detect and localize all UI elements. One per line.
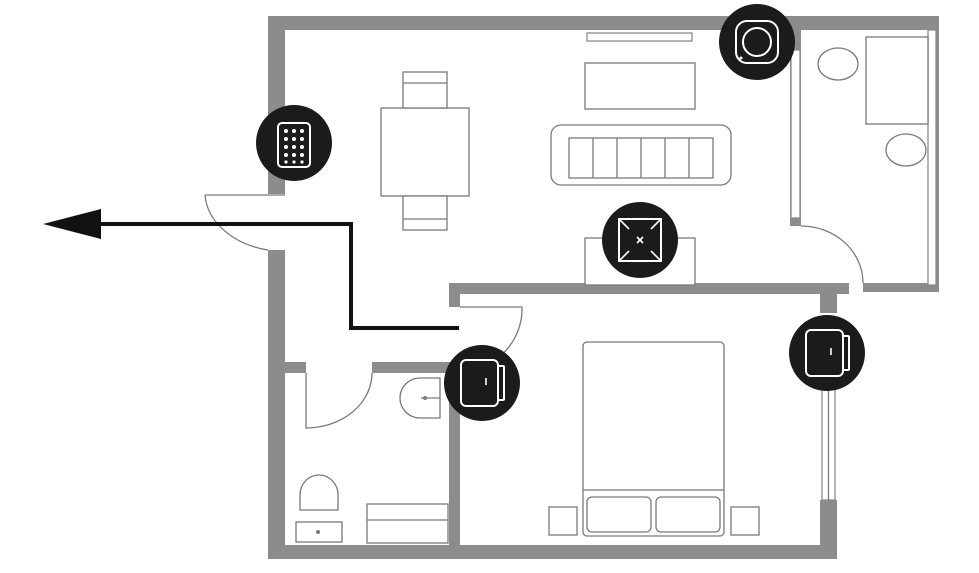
toilet-top-wall-right: [372, 362, 460, 373]
bathroom-toilet: [885, 133, 927, 167]
toilet-room-cabinet: [366, 503, 449, 544]
sofa: [550, 124, 732, 186]
bathroom-sink: [817, 47, 859, 81]
door-contact-icon: [805, 329, 850, 377]
bathtub: [865, 36, 929, 125]
entry-door-swing: [204, 194, 285, 251]
outer-wall-top: [268, 16, 938, 30]
window-bath-divider: [790, 49, 801, 219]
doors: [204, 194, 864, 429]
bed: [582, 341, 725, 537]
smoke-detector-icon: [735, 20, 779, 64]
keypad-sensor[interactable]: [256, 105, 332, 181]
tv-stand: [584, 62, 696, 110]
nightstand-left: [548, 506, 578, 536]
dining-chair-bottom: [402, 195, 448, 231]
keypad-icon: [277, 122, 311, 168]
bedroom-top-wall-stub: [449, 283, 460, 307]
bathroom-door-swing: [800, 225, 864, 284]
motion-detector-sensor[interactable]: [602, 202, 678, 278]
toilet-top-wall-left: [268, 362, 306, 373]
smoke-detector-sensor[interactable]: [719, 4, 795, 80]
window-top: [586, 32, 693, 42]
entry-door-contact-sensor[interactable]: [444, 345, 520, 421]
bedroom-right-wall-lower: [820, 500, 837, 559]
motion-sensor-icon: [618, 218, 662, 262]
exit-route-arrowhead: [43, 209, 101, 239]
outer-wall-left-lower: [268, 250, 285, 558]
exit-route-path: [95, 222, 459, 330]
toilet: [295, 474, 343, 543]
door-contact-icon: [460, 359, 505, 407]
dining-set: [380, 71, 470, 231]
bedroom-left-wall: [449, 400, 460, 559]
pillow-left: [586, 496, 652, 533]
pillow-right: [655, 496, 721, 533]
toilet-room-sink: [399, 377, 441, 419]
dining-chair-top: [402, 71, 448, 109]
dining-table: [380, 107, 470, 197]
window-bath-right: [927, 29, 937, 286]
outer-wall-bottom: [268, 545, 837, 559]
toilet-door-swing: [305, 372, 373, 429]
windows: [586, 29, 937, 501]
nightstand-right: [730, 506, 760, 536]
bedroom-window-contact-sensor[interactable]: [789, 315, 865, 391]
bath-bottom-wall: [863, 283, 939, 292]
exit-route: [43, 209, 459, 330]
bedroom-top-wall: [449, 283, 849, 294]
